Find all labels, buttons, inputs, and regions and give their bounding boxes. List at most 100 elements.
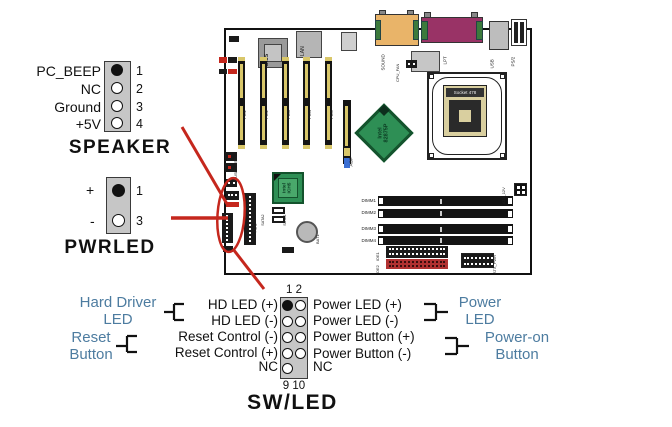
southbridge-inner <box>278 178 298 198</box>
speaker-pin-number: 4 <box>136 117 143 131</box>
ide1-label: IDE1 <box>375 252 380 261</box>
callout-reset-button: Reset Button <box>69 329 113 363</box>
sata2-label: SATA2 <box>261 214 266 226</box>
socket-screw <box>500 74 505 79</box>
northbridge-notch <box>378 104 390 117</box>
usb3-header-label: USB3 <box>234 167 239 178</box>
front-panel-header <box>226 179 237 187</box>
dimm-slot-2 <box>378 209 513 218</box>
swled-left-label: NC <box>258 359 279 374</box>
speaker-pin-1 <box>111 64 123 76</box>
lpt-port-cap <box>421 21 428 40</box>
pci-slot-label: PCI3 <box>286 110 291 119</box>
swled-right-label: Power Button (+) <box>313 329 415 344</box>
sata1-connector <box>272 207 285 214</box>
pci-slot-5 <box>325 57 332 149</box>
small-header <box>219 69 227 74</box>
pci-slot-label: PCI4 <box>307 110 312 119</box>
swled-left-label: HD LED (+) <box>207 297 278 312</box>
pwrled-plus-label: + <box>86 182 95 198</box>
agp-label: AGP <box>348 156 354 167</box>
speaker-pin-label: PC_BEEP <box>36 63 101 79</box>
speaker-pin-label: +5V <box>75 116 101 132</box>
usb3-header <box>225 163 237 172</box>
northbridge-label: Intel 82875P <box>377 123 390 143</box>
swled-pin-9 <box>281 362 293 374</box>
lpt-port-cap <box>476 21 483 40</box>
southbridge-label: Intel ICH5 <box>282 182 293 194</box>
swled-pin-2 <box>294 299 306 311</box>
swled-left-label: Reset Control (-) <box>178 329 278 344</box>
pci-slot-label: PCI1 <box>242 110 247 119</box>
small-header <box>229 36 239 42</box>
pwrled-minus-label: - <box>90 213 95 229</box>
ide2-connector <box>386 259 448 269</box>
swled-left-label: Reset Control (+) <box>174 345 278 360</box>
usb-port <box>489 21 509 50</box>
fdc-label: FDC <box>252 223 258 233</box>
usb2-header <box>225 152 237 161</box>
dimm-label: DIMM1 <box>361 198 377 203</box>
small-header <box>228 69 237 74</box>
speaker-title: SPEAKER <box>68 137 172 158</box>
pwrled-pin-number: 1 <box>136 184 143 198</box>
callout-power-on-button: Power-on Button <box>484 329 550 363</box>
lan-chip <box>296 31 322 58</box>
swled-right-label: Power LED (+) <box>313 297 402 312</box>
pwrled-pin-3 <box>112 214 125 227</box>
swled-title: SW/LED <box>247 391 338 414</box>
pwrled-pin-number: 3 <box>136 214 143 228</box>
pci-slot-label: PCI2 <box>264 110 269 119</box>
bios-chip-inner <box>264 44 282 62</box>
dimm-slot-1 <box>378 196 513 206</box>
ide1-connector <box>386 246 448 258</box>
sound-port-label: SOUND <box>380 54 386 71</box>
swled-right-label: Power Button (-) <box>313 346 412 361</box>
callout-hard-drive-led: Hard Driver LED <box>79 294 157 328</box>
swled-pin-4 <box>294 315 306 327</box>
lpt-port <box>421 17 483 43</box>
cpu-fan-label: CPU_FAN <box>395 63 400 82</box>
pci-slot-label: PCI5 <box>329 110 334 119</box>
atx-power-connector <box>461 253 494 268</box>
battery-label: BAT1 <box>315 234 320 244</box>
swled-right-label: Power LED (-) <box>313 313 399 328</box>
speaker-pin-number: 3 <box>136 100 143 114</box>
atx-power-label: ATX_PWR <box>492 254 497 274</box>
swled-pin-5 <box>281 331 293 343</box>
agp-slot-tab <box>344 148 350 156</box>
swled-pin-numbers-bottom: 9 10 <box>282 380 306 392</box>
atx-12v-label: ATX_12V <box>501 187 506 204</box>
ide2-label: IDE2 <box>375 265 380 274</box>
socket-screw <box>429 74 434 79</box>
usb-port-label: USB <box>489 59 495 69</box>
sata1-label: SATA1 <box>283 214 288 226</box>
ps2-port-slot <box>520 22 524 43</box>
southbridge-chip: Intel ICH5 <box>272 172 304 204</box>
usb2-header-label: USB2 <box>234 155 239 166</box>
small-chip <box>341 32 357 51</box>
dimm-label: DIMM2 <box>361 210 377 215</box>
swled-pin-6 <box>294 331 306 343</box>
southbridge-notch <box>274 174 281 181</box>
dimm-label: DIMM3 <box>361 226 377 231</box>
swled-pin-7 <box>281 347 293 359</box>
dimm-slot-4 <box>378 236 513 245</box>
pci-slot-3 <box>282 57 289 149</box>
swled-left-label: HD LED (-) <box>211 313 278 328</box>
speaker-pin-number: 1 <box>136 64 143 78</box>
cpu-socket-center <box>459 110 471 122</box>
front-panel-header <box>226 202 239 207</box>
atx-12v-connector <box>514 183 527 196</box>
lpt-port-label: LPT <box>442 56 448 65</box>
swled-pin-numbers-top: 1 2 <box>286 284 302 296</box>
swled-right-label: NC <box>313 359 333 374</box>
speaker-pin-label: NC <box>80 81 101 97</box>
small-header <box>223 246 233 252</box>
cpu-retention-frame <box>432 77 502 155</box>
pwrled-pin-1 <box>112 184 125 197</box>
pci-slot-2 <box>260 57 267 149</box>
small-header <box>228 57 237 63</box>
dimm-label: DIMM4 <box>361 238 377 243</box>
